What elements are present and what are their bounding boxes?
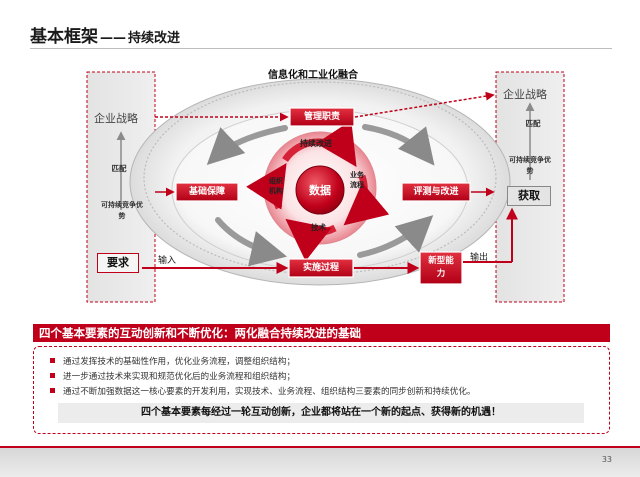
left-requirement-label: 要求 bbox=[97, 253, 139, 273]
strategy-arrow-right bbox=[354, 91, 495, 118]
output-label: 输出 bbox=[470, 253, 489, 263]
management-box bbox=[289, 107, 355, 127]
title-rule bbox=[30, 48, 612, 49]
bullet-marker bbox=[50, 373, 55, 378]
bullet-text: 通过发挥技术的基础性作用，优化业务流程，调整组织结构； bbox=[63, 356, 296, 367]
new-capability-label: 新型能力 bbox=[428, 256, 454, 279]
continuous-improvement-label: 持续改进 bbox=[300, 139, 332, 148]
right-match-label: 匹配 bbox=[525, 119, 541, 128]
footer-band bbox=[0, 448, 640, 477]
data-label: 数据 bbox=[309, 184, 331, 197]
right-acquire-label: 获取 bbox=[507, 186, 551, 206]
title-subtitle: 持续改进 bbox=[128, 31, 181, 46]
bullet-marker bbox=[50, 358, 55, 363]
left-strategy-label: 企业战略 bbox=[94, 112, 138, 125]
title-main: 基本框架 bbox=[30, 27, 98, 47]
organization-label: 组织机构 bbox=[269, 177, 283, 195]
page-number: 33 bbox=[601, 455, 612, 464]
new-capability-box bbox=[419, 251, 463, 285]
input-label: 输入 bbox=[158, 256, 177, 266]
ring-arrow-right bbox=[343, 174, 390, 226]
foundation-label: 基础保障 bbox=[188, 187, 225, 197]
ring-arrow-top bbox=[282, 120, 357, 168]
left-match-label: 匹配 bbox=[111, 164, 127, 173]
ring-arrow-bottom bbox=[285, 218, 337, 262]
implementation-box bbox=[288, 258, 354, 278]
management-label: 管理职责 bbox=[303, 112, 340, 122]
ring-arrow-left bbox=[246, 162, 287, 210]
bullet-marker bbox=[50, 388, 55, 393]
bullet-text: 通过不断加强数据这一核心要素的开发利用，实现技术、业务流程、组织结构三要素的同步… bbox=[63, 386, 476, 397]
evaluation-box bbox=[401, 182, 471, 202]
gray-cycle-arrow-bottom-left bbox=[215, 217, 288, 267]
right-strategy-label: 企业战略 bbox=[503, 88, 547, 101]
gray-cycle-arrow-top-left bbox=[206, 125, 288, 165]
implementation-label: 实施过程 bbox=[302, 263, 339, 273]
evaluation-label: 评测与改进 bbox=[413, 187, 459, 197]
slide-title: 基本框架 —— 持续改进 bbox=[30, 22, 180, 52]
bullet-text: 进一步通过技术来实现和规范优化后的业务流程和组织结构； bbox=[63, 371, 296, 382]
bullet-list: 通过发挥技术的基础性作用，优化业务流程，调整组织结构； 进一步通过技术来实现和规… bbox=[50, 353, 600, 398]
data-core-circle bbox=[295, 165, 345, 215]
right-sustain-label: 可持续竞争优势 bbox=[509, 156, 551, 175]
list-item: 通过发挥技术的基础性作用，优化业务流程，调整组织结构； bbox=[50, 353, 600, 368]
gray-cycle-arrow-top-right bbox=[362, 124, 435, 166]
list-item: 进一步通过技术来实现和规范优化后的业务流程和组织结构； bbox=[50, 368, 600, 383]
title-separator: —— bbox=[100, 31, 126, 46]
section-header: 四个基本要素的互动创新和不断优化：两化融合持续改进的基础 bbox=[33, 324, 610, 342]
list-item: 通过不断加强数据这一核心要素的开发利用，实现技术、业务流程、组织结构三要素的同步… bbox=[50, 383, 600, 398]
gray-cycle-arrow-bottom-right bbox=[357, 215, 434, 258]
technology-label: 技术 bbox=[311, 223, 326, 232]
framework-diagram bbox=[86, 71, 565, 303]
process-label: 业务流程 bbox=[350, 171, 364, 189]
outer-ellipse-front bbox=[143, 81, 497, 275]
top-integration-label: 信息化和工业化融合 bbox=[268, 70, 358, 81]
left-sustain-label: 可持续竞争优势 bbox=[101, 201, 143, 220]
foundation-box bbox=[175, 182, 239, 202]
footer-accent-line bbox=[0, 446, 640, 448]
summary-bar: 四个基本要素每经过一轮互动创新，企业都将站在一个新的起点、获得新的机遇！ bbox=[58, 403, 584, 423]
